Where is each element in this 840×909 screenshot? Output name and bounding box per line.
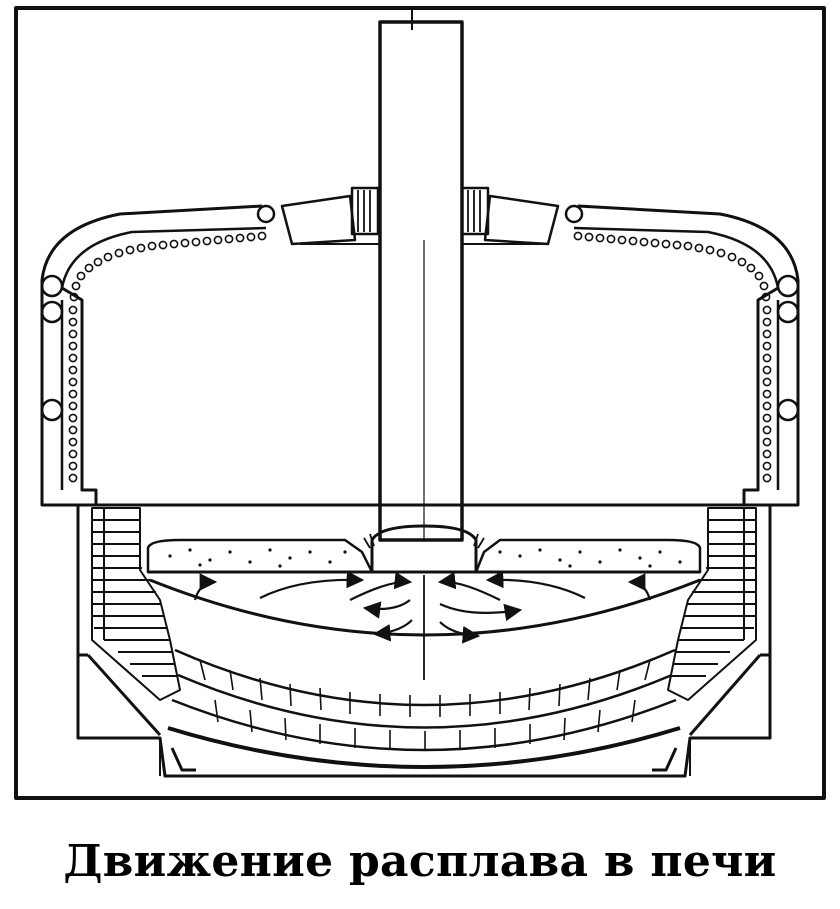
brick-wall-left (91, 507, 181, 701)
outer-frame (14, 6, 826, 800)
cooling-pipes (68, 231, 772, 483)
furnace-shell (76, 505, 772, 778)
hearth-bottom (149, 578, 701, 772)
diagram-caption: Движение расплава в печи (63, 836, 777, 887)
furnace-roof (40, 186, 800, 289)
melt-flow-arrows (193, 570, 652, 644)
slag-layer (146, 538, 702, 574)
electrode (363, 10, 485, 574)
brick-wall-right (667, 507, 757, 701)
